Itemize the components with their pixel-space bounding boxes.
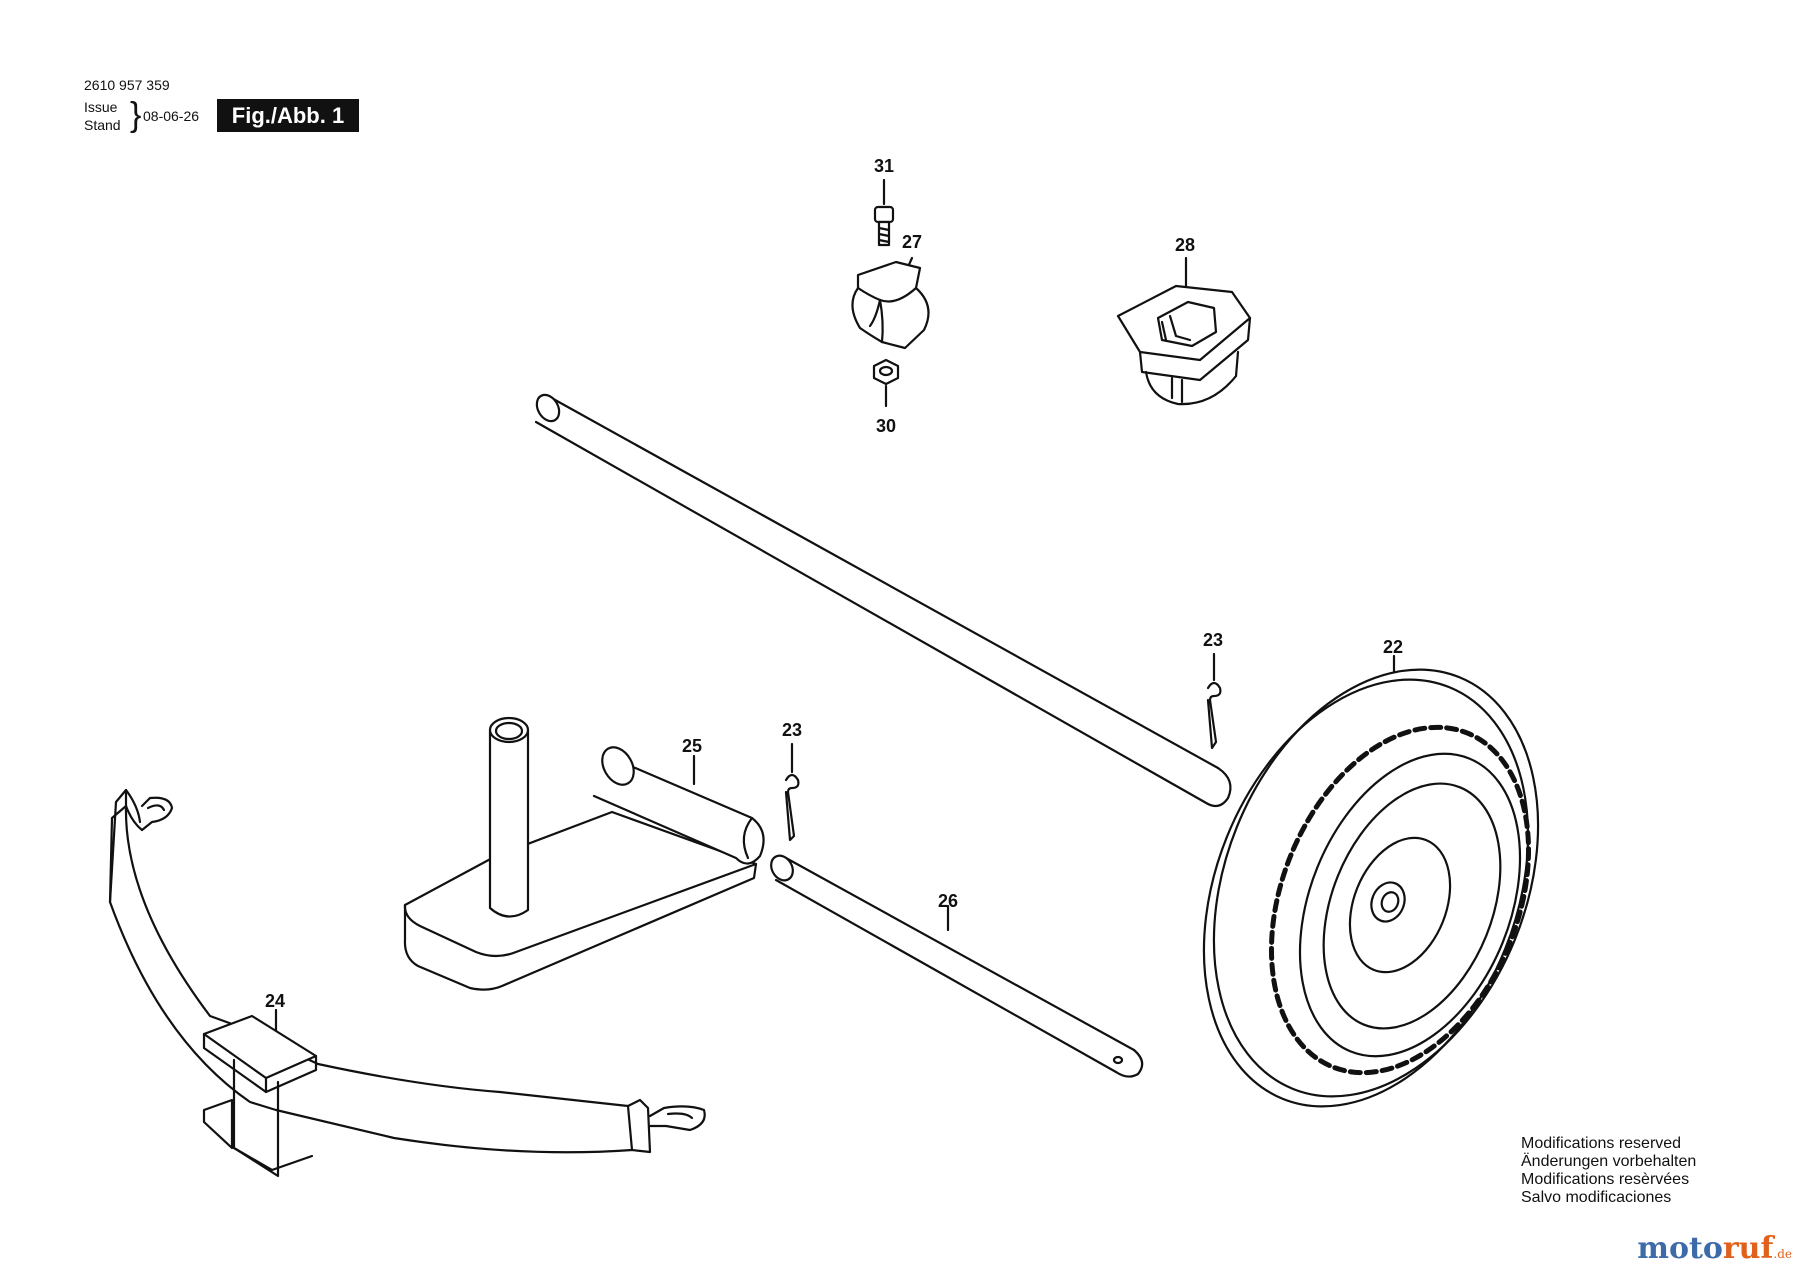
cotter-pin-left (784, 742, 800, 842)
brace-glyph: } (130, 96, 142, 134)
part-label-27: 27 (902, 232, 922, 252)
notice-german: Änderungen vorbehalten (1521, 1153, 1697, 1170)
part-label-28: 28 (1175, 235, 1195, 255)
stand-label: Stand (84, 117, 121, 133)
part-label-22: 22 (1383, 637, 1403, 657)
document-number: 2610 957 359 (84, 77, 170, 93)
part-label-31: 31 (874, 156, 894, 176)
watermark-tld: .de (1773, 1247, 1792, 1261)
hex-bushing-part (1116, 256, 1252, 406)
stand-foot-part (403, 716, 765, 991)
wheel-part (1202, 654, 1540, 1108)
issue-date: 08-06-26 (143, 108, 200, 124)
modifications-notice: Modifications reserved Änderungen vorbeh… (1521, 1135, 1696, 1207)
part-label-30: 30 (876, 416, 896, 436)
part-label-25: 25 (682, 736, 702, 756)
nut-part (872, 358, 900, 408)
notice-spanish: Salvo modificaciones (1521, 1189, 1672, 1206)
cotter-pin-right (1206, 652, 1222, 750)
clip-part (851, 256, 930, 350)
figure-badge: Fig./Abb. 1 (217, 99, 359, 132)
issue-label: Issue (84, 99, 118, 115)
part-label-26: 26 (938, 891, 958, 911)
notice-french: Modifications resèrvées (1521, 1171, 1690, 1188)
watermark-accent: ruf (1722, 1231, 1774, 1266)
notice-english: Modifications reserved (1521, 1135, 1682, 1152)
strap-part (108, 788, 706, 1178)
screw-part (873, 178, 895, 247)
part-label-24: 24 (265, 991, 285, 1011)
long-axle-tube (534, 393, 1232, 808)
part-label-23-right: 23 (1203, 630, 1223, 650)
watermark-logo: motoruf.de (1637, 1231, 1792, 1266)
watermark-main: moto (1637, 1231, 1723, 1266)
short-axle-tube (770, 854, 1144, 1078)
part-label-23-left: 23 (782, 720, 802, 740)
